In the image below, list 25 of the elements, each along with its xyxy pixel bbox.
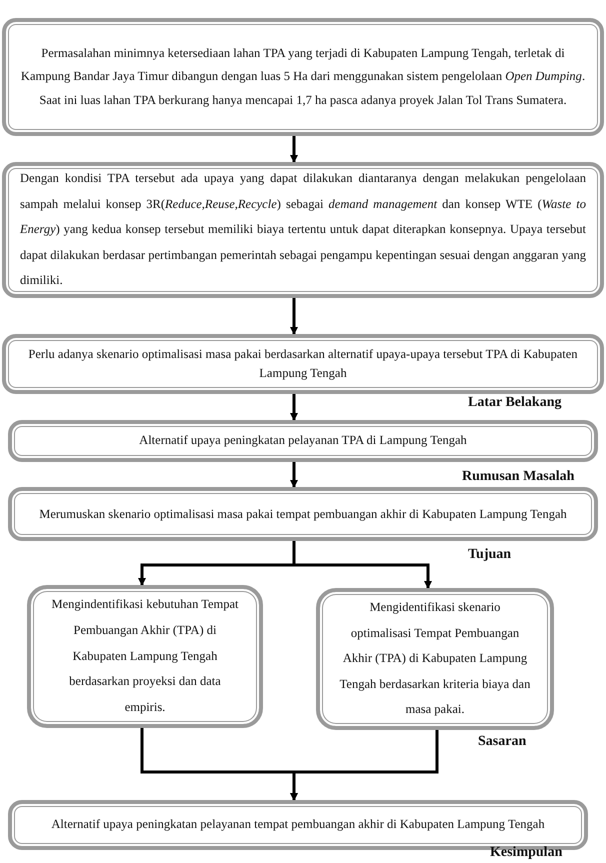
box-text: Dengan kondisi TPA tersebut ada upaya yang dapat dilakukan diantaranya dengan melakukan pengelolaan sampah melalui konsep 3R(Reduce,Reuse,Recycle) sebagai demand management dan konsep WTE (Waste to Energy) yang kedua konsep tersebut memiliki biaya tertentu untuk dapat diterapkan konsepnya. Upaya tersebut dapat dilakukan berdasar pertimbangan pemerintah sebagai pengampu kepentingan sesuai dengan anggaran yang dimiliki. xyxy=(20,170,586,290)
process-box xyxy=(2,334,604,394)
box-text: Perlu adanya skenario optimalisasi masa pakai berdasarkan alternatif upaya-upaya tersebut TPA di Kabupaten Lampung Tengah xyxy=(27,346,579,382)
arrow xyxy=(290,462,298,488)
process-box xyxy=(8,487,598,541)
process-box xyxy=(2,162,604,298)
box-text: Mengidentifikasi skenario optimalisasi Tempat Pembuangan Akhir (TPA) di Kabupaten Lampung Tengah berdasarkan kriteria biaya dan masa pakai. xyxy=(338,598,532,718)
process-box xyxy=(8,420,598,462)
process-box xyxy=(316,588,554,730)
arrow xyxy=(290,298,298,335)
section-label: Rumusan Masalah xyxy=(462,469,574,485)
box-text: Mengindentifikasi kebutuhan Tempat Pembuangan Akhir (TPA) di Kabupaten Lampung Tengah berdasarkan proyeksi dan data empiris. xyxy=(50,596,240,716)
box-text: Alternatif upaya peningkatan pelayanan tempat pembuangan akhir di Kabupaten Lampung Tengah xyxy=(50,816,546,834)
process-box xyxy=(2,18,604,136)
section-label: Tujuan xyxy=(468,547,512,563)
arrow xyxy=(290,136,298,163)
section-label: Latar Belakang xyxy=(468,395,562,411)
box-text: Permasalahan minimnya ketersediaan lahan TPA yang terjadi di Kabupaten Lampung Tengah, terletak di Kampung Bandar Jaya Timur dibangun dengan luas 5 Ha dari menggunakan sistem pengelolaan Open Dumping. Saat ini luas lahan TPA berkurang hanya mencapai 1,7 ha pasca adanya proyek Jalan Tol Trans Sumatera. xyxy=(20,45,586,109)
box-text: Alternatif upaya peningkatan pelayanan TPA di Lampung Tengah xyxy=(138,432,468,450)
arrow xyxy=(290,730,438,801)
box-text: Merumuskan skenario optimalisasi masa pakai tempat pembuangan akhir di Kabupaten Lampung Tengah xyxy=(38,506,568,523)
arrow xyxy=(290,394,298,421)
process-box xyxy=(27,585,263,728)
section-label: Sasaran xyxy=(478,734,526,750)
section-label: Kesimpulan xyxy=(490,845,562,861)
